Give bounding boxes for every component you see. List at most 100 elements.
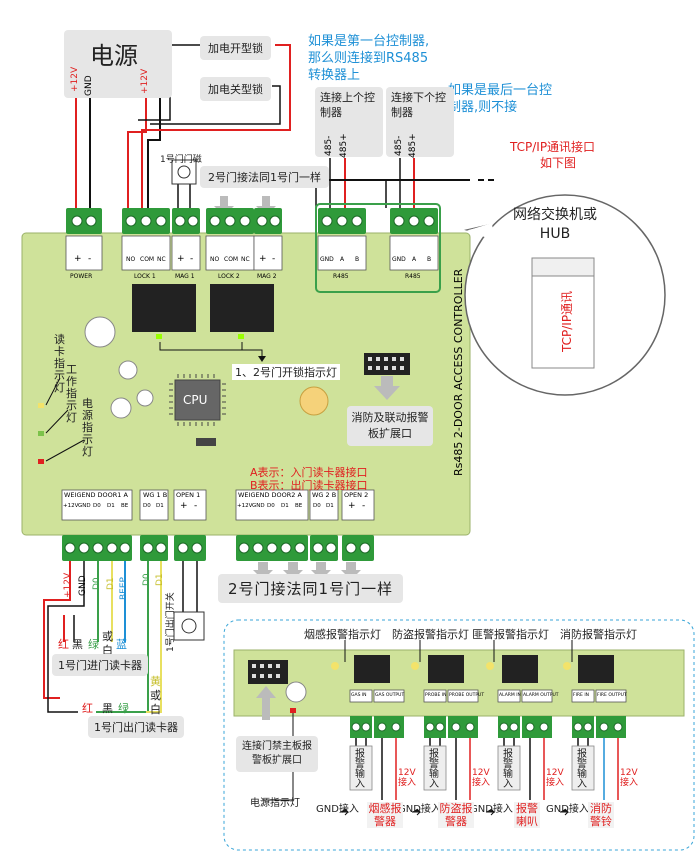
- theft-light-label: 防盗报警指示灯: [392, 628, 469, 641]
- power-term-minus: -: [88, 254, 92, 264]
- reader-out-label: 1号门出门读卡器: [88, 716, 184, 738]
- out-color-yellow: 黄: [150, 675, 161, 688]
- rs485-next-label: 连接下个控制器: [391, 91, 446, 119]
- r485a-pin-gnd: GND: [320, 256, 334, 263]
- wg2-pin-d1: D1: [281, 503, 289, 509]
- v12-4: 12V接入: [620, 768, 639, 788]
- lock2-pin-com: COM: [224, 256, 239, 263]
- bandit-light-label: 匪警报警指示灯: [472, 628, 549, 641]
- open1-pin-plus: +: [180, 501, 188, 511]
- power-term-label: POWER: [70, 273, 93, 280]
- r485b-pin-gnd: GND: [392, 256, 406, 263]
- wg1-pin-be: BE: [121, 503, 129, 509]
- wg1-pin-d1: D1: [107, 503, 115, 509]
- lock1-pin-no: NO: [126, 256, 136, 263]
- alarm-term-fire-in: FIRE IN: [573, 693, 590, 698]
- lock1-label: LOCK 1: [134, 273, 156, 280]
- open2-pin-plus: +: [348, 501, 356, 511]
- power-p12-label: +12V: [70, 66, 80, 92]
- wg2-pin-p12: +12V: [237, 503, 253, 509]
- lock2-pin-no: NO: [210, 256, 220, 263]
- lock2-label: LOCK 2: [218, 273, 240, 280]
- r485a-label: R485: [333, 273, 349, 280]
- alarm-input-2: 报警输入: [429, 749, 439, 790]
- wire-label-d1: D1: [106, 577, 116, 590]
- wg1-pin-d0: D0: [93, 503, 101, 509]
- fire-port-label: 消防及联动报警板扩展口: [347, 406, 433, 446]
- tcp-tag: TCP/IP通讯: [560, 290, 574, 352]
- in-color-green: 绿: [88, 638, 99, 651]
- cpu-label: CPU: [183, 393, 208, 407]
- reader-in-label: 1号门进门读卡器: [52, 654, 148, 676]
- door1-mag-label: 1号门门磁: [160, 155, 202, 165]
- lock-power-off: 加电关型锁: [200, 77, 271, 101]
- rs485-prev-pin-plus: 485+: [339, 133, 349, 158]
- alarm-term-alarm-in: ALARM IN: [499, 693, 521, 698]
- v12-2: 12V接入: [472, 768, 491, 788]
- alarm-term-gas-out: GAS OUTPUT: [375, 693, 405, 698]
- mag1-label: MAG 1: [175, 273, 195, 280]
- gnd-in-1: GND接入: [316, 804, 359, 815]
- rs485-first-note: 如果是第一台控制器,那么则连接到RS485转换器上: [308, 34, 430, 83]
- r485b-pin-b: B: [427, 256, 432, 263]
- power-supply: [64, 30, 172, 98]
- wg2b-title: WG 2 B: [312, 491, 337, 499]
- network-switch: 网络交换机或HUB: [513, 207, 597, 242]
- wg1-pin-gnd: GND: [78, 503, 91, 509]
- wg1-title: WEIGEND DOOR1 A: [64, 491, 128, 499]
- wg2-pin-d0: D0: [267, 503, 275, 509]
- alarm-ext-label: 连接门禁主板报警板扩展口: [236, 736, 318, 772]
- rs485-next-box: [386, 87, 454, 157]
- mag2-label: MAG 2: [257, 273, 277, 280]
- alarm-power-light-label: 电源指示灯: [250, 798, 300, 809]
- read-light-label: 读卡指示灯: [54, 333, 65, 394]
- wire-label-beep: BEEP: [119, 577, 129, 600]
- wire-label-d0b: D0: [142, 573, 152, 586]
- wire-label-d0: D0: [92, 577, 102, 590]
- ab-legend-b: B表示：出门读卡器接口: [250, 479, 368, 492]
- open2-pin-minus: -: [362, 501, 366, 511]
- tcp-sub: 如下图: [540, 156, 577, 170]
- wg1b-title: WG 1 B: [143, 491, 168, 499]
- fire-light-label: 消防报警指示灯: [560, 628, 637, 641]
- lock1-pin-nc: NC: [157, 256, 166, 263]
- alarm-input-1: 报警输入: [355, 749, 365, 790]
- mag2-pin-minus: -: [272, 254, 276, 264]
- gnd-in-3: GND接入: [470, 804, 513, 815]
- mag2-pin-plus: +: [259, 254, 267, 264]
- alarm-term-gas-in: GAS IN: [351, 693, 367, 698]
- open1-pin-minus: -: [194, 501, 198, 511]
- alarm-input-4: 报警输入: [577, 749, 587, 790]
- lock1-pin-com: COM: [140, 256, 155, 263]
- rs485-next-pin-plus: 485+: [408, 133, 418, 158]
- v12-1: 12V接入: [398, 768, 417, 788]
- wg2b-pin-d0: D0: [313, 503, 321, 509]
- rs485-prev-pin-minus: 485-: [324, 135, 334, 156]
- lock2-pin-nc: NC: [241, 256, 250, 263]
- r485a-pin-a: A: [340, 256, 345, 263]
- wg2b-pin-d1: D1: [326, 503, 334, 509]
- wg2-title: WEIGEND DOOR2 A: [238, 491, 302, 499]
- work-light-label: 工作指示灯: [66, 363, 77, 424]
- gnd-in-4: GND接入: [546, 804, 589, 815]
- wire-label-d1b: D1: [155, 573, 165, 586]
- alarm-term-probe-out: PROBE OUTPUT: [449, 693, 485, 698]
- wg1-pin-p12: +12V: [63, 503, 79, 509]
- wg1b-pin-d1: D1: [156, 503, 164, 509]
- power-p12b-label: +12V: [140, 68, 150, 94]
- alarm-term-probe-in: PROBE IN: [425, 693, 447, 698]
- power-light-label: 电源指示灯: [82, 397, 93, 458]
- rs485-next-pin-minus: 485-: [394, 135, 404, 156]
- rs485-prev-box: [315, 87, 383, 157]
- device-horn: 报警喇叭: [514, 802, 540, 828]
- wg2-pin-be: BE: [295, 503, 303, 509]
- board-model-vertical: Rs485 2-DOOR ACCESS CONTROLLER: [452, 268, 465, 476]
- power-title: 电源: [90, 42, 138, 70]
- relay-lights-label: 1、2号门开锁指示灯: [232, 364, 340, 380]
- gnd-in-2: GND接入: [398, 804, 441, 815]
- out-color-white: 白: [150, 703, 161, 716]
- out-color-or: 或: [150, 689, 161, 702]
- wire-label-p12: +12V: [63, 572, 73, 598]
- alarm-term-fire-out: FIRE OUTPUT: [597, 693, 627, 698]
